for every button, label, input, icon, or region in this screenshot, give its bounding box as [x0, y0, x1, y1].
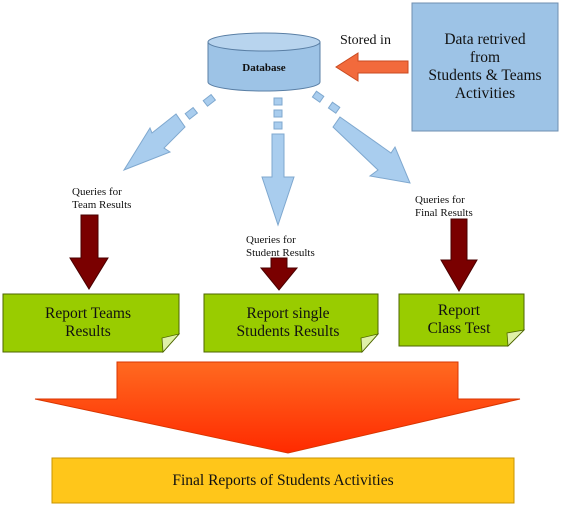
query-arrow-final [311, 90, 411, 184]
stored-in-label: Stored in [340, 33, 391, 48]
report-arrow-class [440, 218, 478, 292]
convergence-arrow [34, 361, 521, 454]
report-class-box [398, 293, 526, 347]
report-arrow-teams [69, 214, 109, 290]
final-reports-box [51, 457, 515, 504]
report-arrow-student [259, 257, 299, 291]
source-data-box [411, 2, 559, 132]
stored-in-arrow [335, 52, 409, 82]
queries-team-label: Queries for Team Results [72, 186, 132, 211]
query-arrow-team [122, 93, 217, 172]
queries-student-label: Queries for Student Results [246, 234, 315, 259]
report-single-box [203, 293, 380, 353]
database-cylinder [207, 32, 321, 92]
report-teams-box [2, 293, 181, 353]
queries-final-label: Queries for Final Results [415, 194, 473, 219]
query-arrow-student [261, 97, 295, 227]
